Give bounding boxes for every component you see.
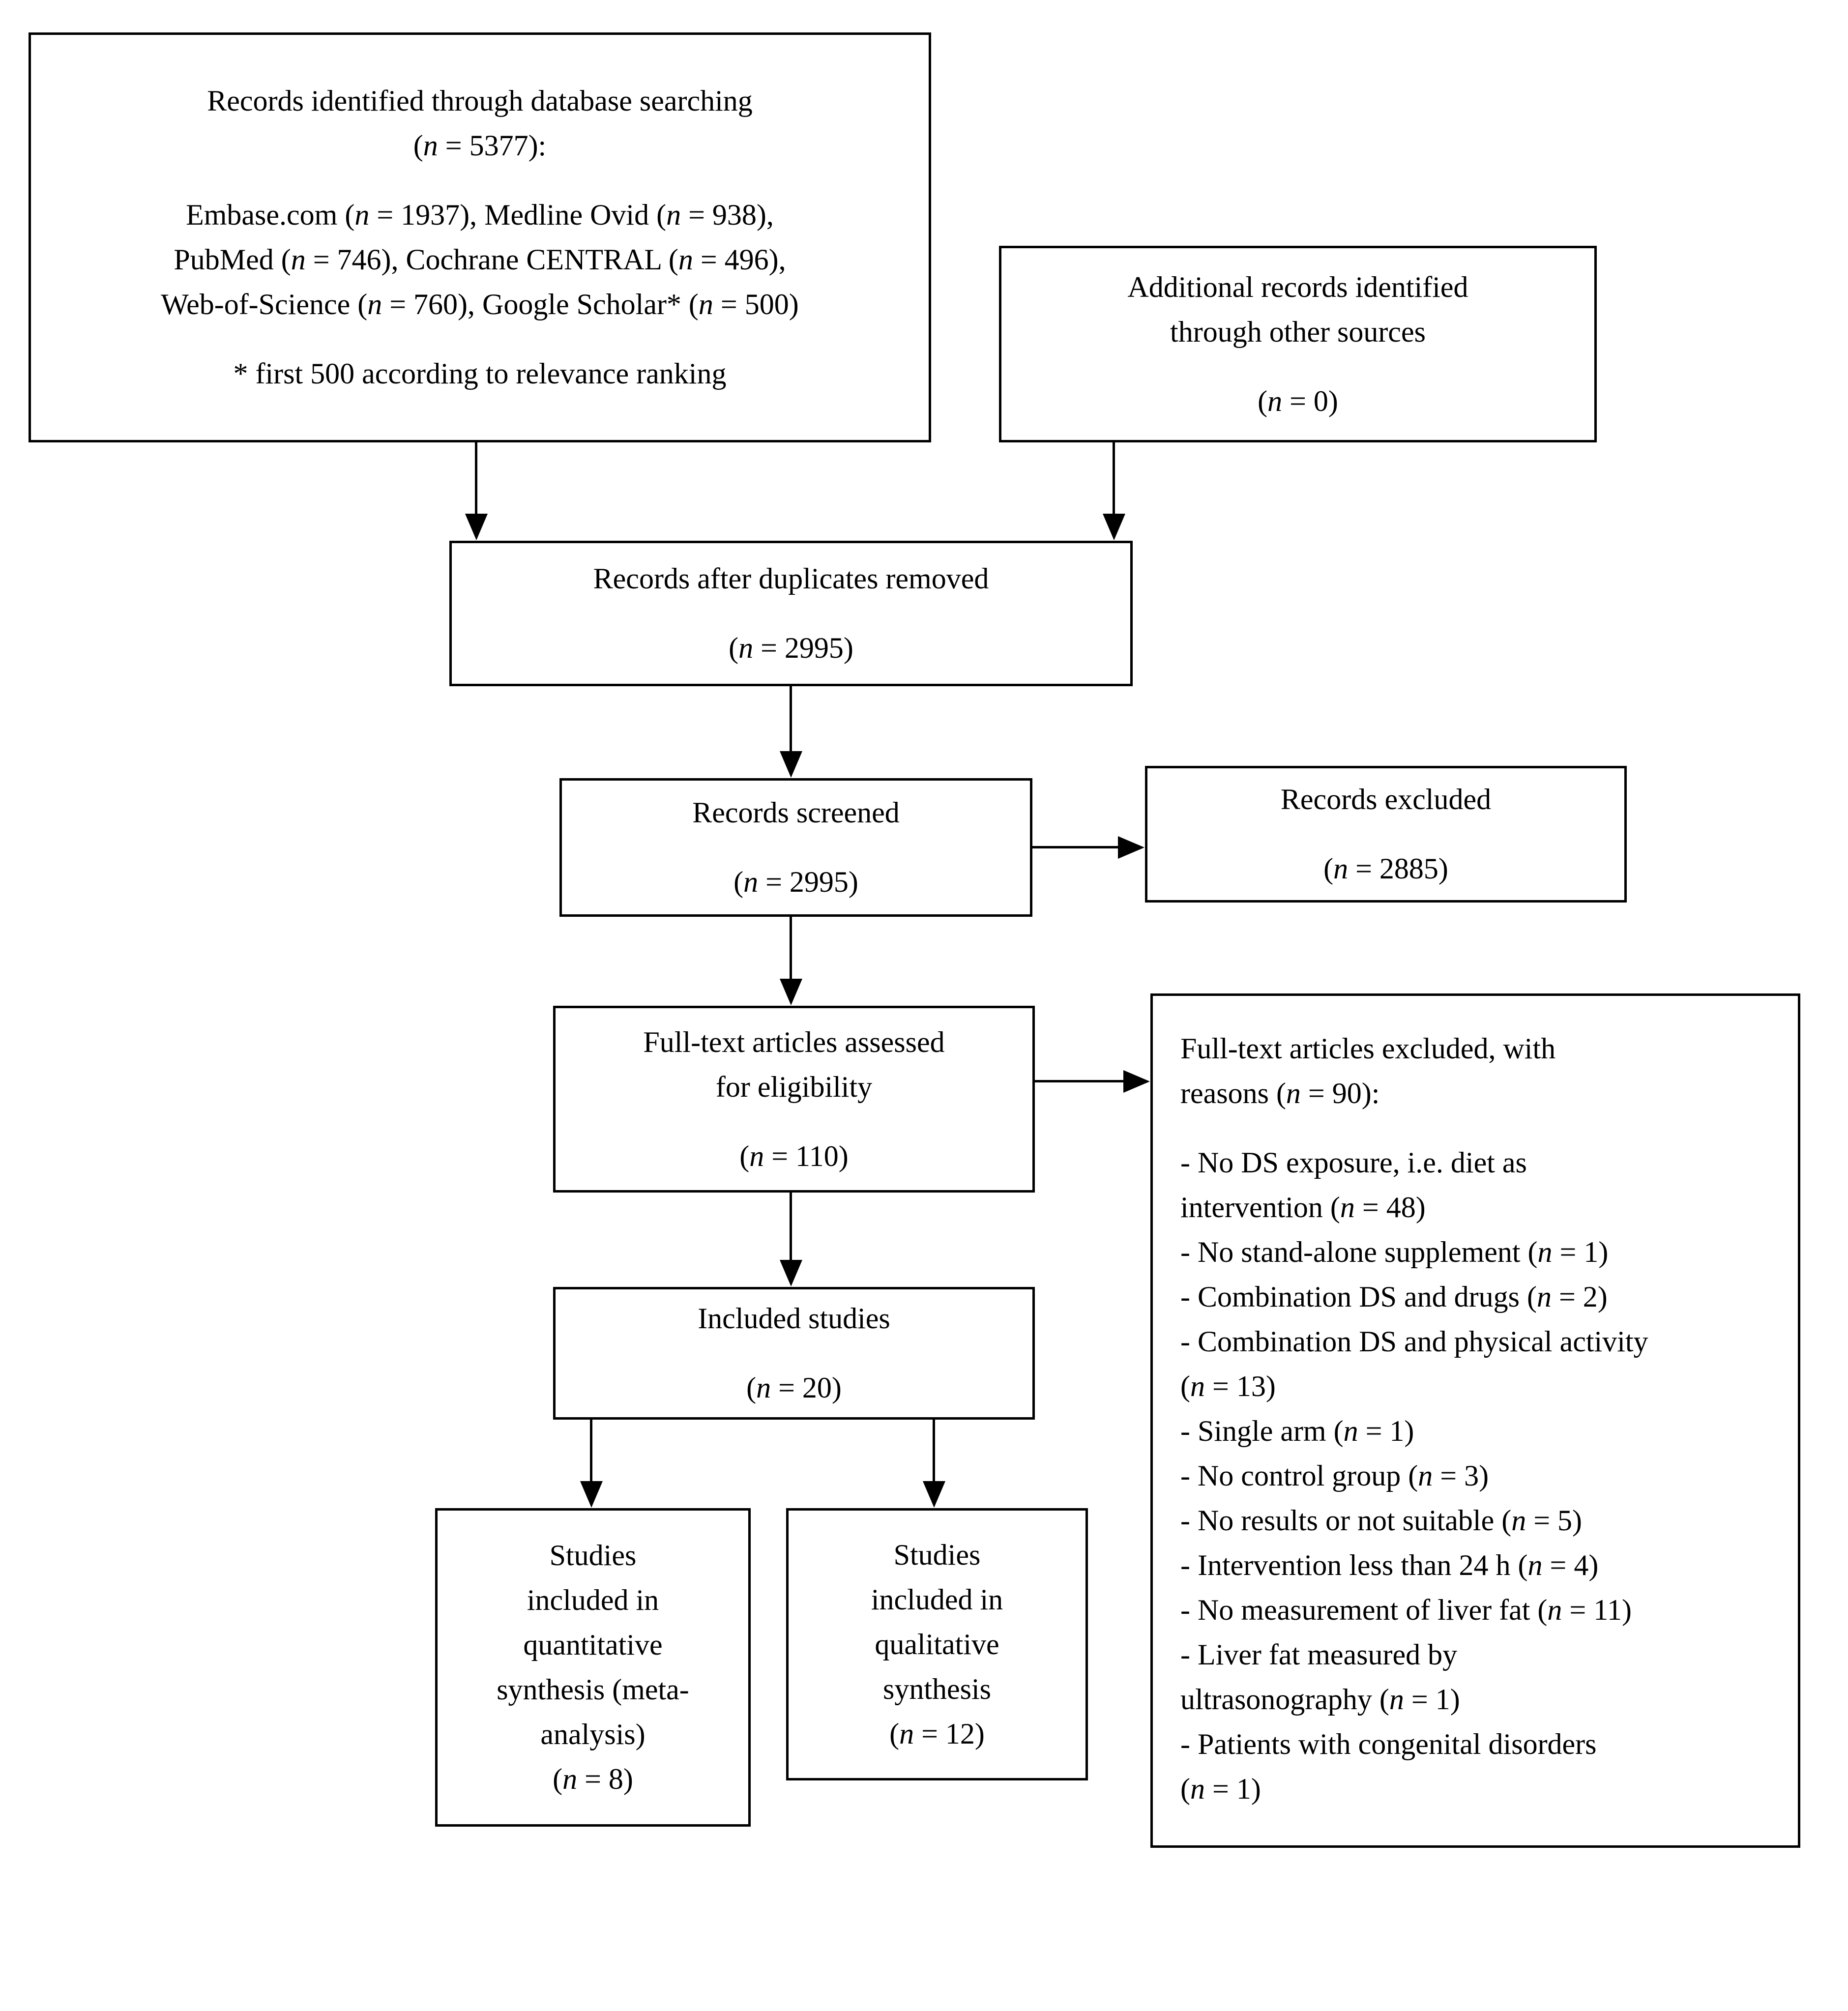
box-records-screened: Records screened (n = 2995)	[559, 778, 1032, 917]
paragraph: (n = 2995)	[729, 626, 853, 670]
text-line: Studies	[893, 1538, 981, 1571]
paragraph: Embase.com (n = 1937), Medline Ovid (n =…	[161, 193, 799, 327]
arrow-included-to-qualitative	[922, 1420, 945, 1508]
text-line: - Intervention less than 24 h (n = 4)	[1180, 1549, 1599, 1581]
text-line: PubMed (n = 746), Cochrane CENTRAL (n = …	[174, 243, 786, 276]
text-line: through other sources	[1170, 315, 1426, 348]
text-line: Records screened	[692, 796, 900, 829]
text-line: Full-text articles excluded, with	[1180, 1032, 1556, 1065]
text-line: - Liver fat measured by	[1180, 1638, 1458, 1671]
text-line: synthesis	[882, 1672, 992, 1705]
text-line: for eligibility	[715, 1070, 873, 1103]
box-additional-records: Additional records identified through oth…	[999, 246, 1597, 442]
text-line: - No control group (n = 3)	[1180, 1459, 1489, 1492]
text-line: intervention (n = 48)	[1180, 1191, 1426, 1224]
paragraph: Records after duplicates removed	[593, 556, 989, 601]
text-line: quantitative	[523, 1629, 663, 1661]
text-line: Embase.com (n = 1937), Medline Ovid (n =…	[186, 199, 774, 231]
text-line: (n = 8)	[553, 1763, 633, 1795]
text-line: (n = 5377):	[413, 129, 547, 162]
paragraph: (n = 2885)	[1323, 846, 1448, 891]
paragraph: Full-text articles excluded, with reasons…	[1180, 1026, 1555, 1116]
box-fulltext-excluded-reasons: Full-text articles excluded, with reasons…	[1150, 993, 1800, 1848]
text-line: - No results or not suitable (n = 5)	[1180, 1504, 1583, 1537]
arrow-identification-to-duplicates	[465, 442, 488, 540]
text-line: - Combination DS and physical activity	[1180, 1325, 1648, 1358]
box-qualitative-synthesis: Studies included in qualitative synthesis (n…	[786, 1508, 1088, 1780]
text-line: Additional records identified	[1127, 270, 1468, 303]
paragraph: (n = 110)	[739, 1134, 849, 1179]
paragraph: - No DS exposure, i.e. diet as interventi…	[1180, 1140, 1648, 1811]
paragraph: (n = 0)	[1258, 379, 1338, 424]
text-line: - Single arm (n = 1)	[1180, 1415, 1414, 1447]
box-quantitative-synthesis: Studies included in quantitative synthesis …	[435, 1508, 751, 1827]
paragraph: Full-text articles assessed for eligibili…	[643, 1020, 944, 1109]
text-line: (n = 0)	[1258, 384, 1338, 417]
box-records-excluded: Records excluded (n = 2885)	[1145, 766, 1627, 903]
paragraph: Included studies	[698, 1296, 890, 1341]
arrow-fulltext-to-excluded-reasons	[1035, 1070, 1150, 1093]
text-line: (n = 12)	[889, 1717, 985, 1750]
arrow-duplicates-to-screened	[779, 686, 802, 778]
text-line: - No DS exposure, i.e. diet as	[1180, 1146, 1527, 1179]
box-fulltext-assessed: Full-text articles assessed for eligibili…	[553, 1006, 1035, 1193]
text-line: Records excluded	[1280, 783, 1492, 816]
paragraph: Studies included in quantitative synthesis …	[497, 1533, 689, 1802]
text-line: - No stand-alone supplement (n = 1)	[1180, 1236, 1609, 1268]
text-line: included in	[527, 1584, 659, 1616]
text-line: - Patients with congenital disorders	[1180, 1728, 1597, 1760]
arrow-screened-to-fulltext	[779, 917, 802, 1005]
paragraph: Records excluded	[1281, 777, 1491, 822]
box-after-duplicates: Records after duplicates removed (n = 299…	[449, 541, 1133, 686]
paragraph: (n = 2995)	[733, 860, 858, 904]
text-line: Studies	[549, 1539, 637, 1572]
text-line: Records identified through database sear…	[207, 85, 753, 117]
text-line: Included studies	[698, 1302, 890, 1335]
text-line: Web-of-Science (n = 760), Google Scholar…	[161, 288, 799, 321]
text-line: - No measurement of liver fat (n = 11)	[1180, 1594, 1632, 1626]
text-line: (n = 2885)	[1323, 852, 1448, 885]
text-line: (n = 2995)	[733, 866, 858, 898]
text-line: reasons (n = 90):	[1180, 1077, 1380, 1109]
arrow-screened-to-excluded	[1032, 836, 1144, 859]
text-line: Full-text articles assessed	[643, 1025, 945, 1058]
text-line: (n = 1)	[1180, 1773, 1261, 1805]
arrow-othersources-to-duplicates	[1102, 442, 1125, 540]
text-line: (n = 2995)	[729, 632, 853, 664]
text-line: - Combination DS and drugs (n = 2)	[1180, 1281, 1608, 1313]
text-line: analysis)	[540, 1718, 645, 1750]
arrow-fulltext-to-included	[779, 1193, 802, 1286]
text-line: Records after duplicates removed	[593, 562, 989, 595]
box-included-studies: Included studies (n = 20)	[553, 1287, 1035, 1420]
paragraph: Records screened	[692, 790, 899, 835]
box-records-identified: Records identified through database sear…	[29, 32, 931, 442]
text-line: qualitative	[875, 1628, 999, 1661]
arrow-included-to-quantitative	[580, 1420, 603, 1508]
text-line: ultrasonography (n = 1)	[1180, 1683, 1460, 1716]
text-line: * first 500 according to relevance ranki…	[233, 357, 727, 390]
text-line: (n = 13)	[1180, 1370, 1276, 1402]
text-line: synthesis (meta-	[497, 1673, 689, 1706]
paragraph: Additional records identified through oth…	[1127, 265, 1468, 354]
paragraph: * first 500 according to relevance ranki…	[234, 351, 727, 396]
text-line: included in	[871, 1583, 1003, 1616]
text-line: (n = 20)	[746, 1371, 842, 1404]
paragraph: Studies included in qualitative synthesis (n…	[871, 1533, 1003, 1756]
paragraph: (n = 20)	[746, 1366, 842, 1410]
paragraph: Records identified through database sear…	[207, 79, 753, 168]
text-line: (n = 110)	[739, 1139, 849, 1172]
